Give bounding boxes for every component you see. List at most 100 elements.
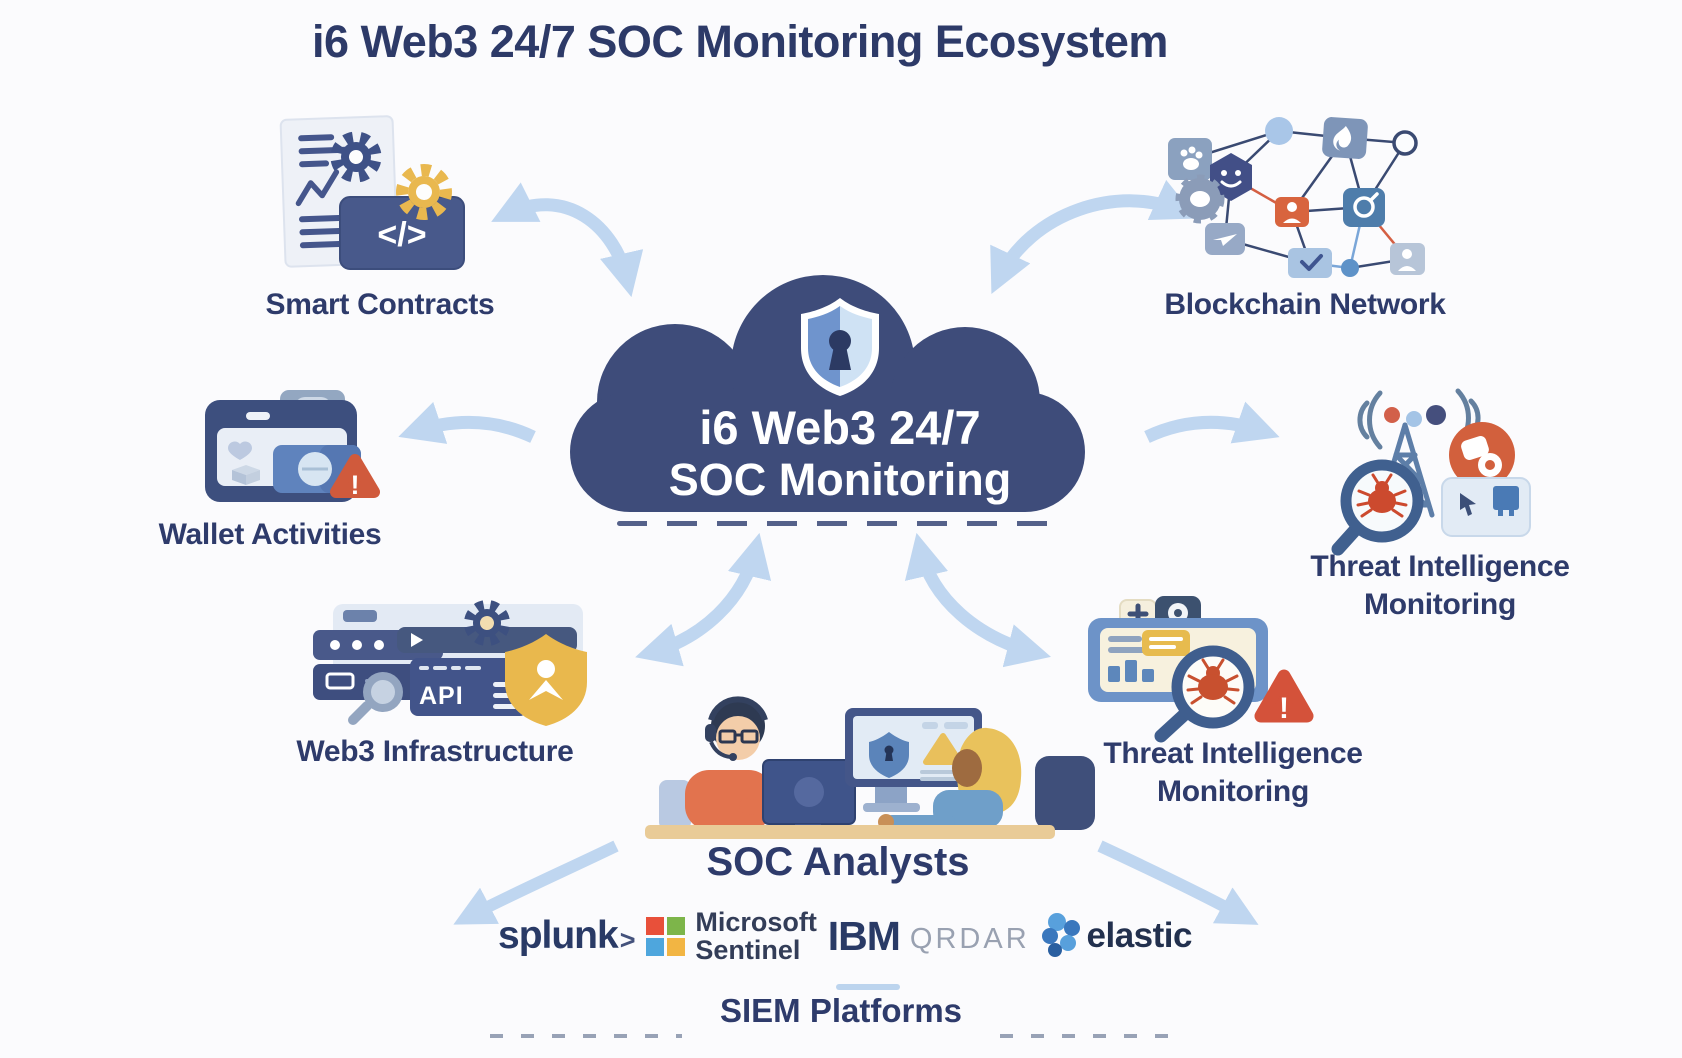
bar-chart-glyph (1108, 660, 1154, 682)
gear-node-icon (1175, 174, 1225, 224)
arrow-soc-to-siem-right (1097, 840, 1259, 925)
signal-dot-light (1406, 411, 1422, 427)
blockchain-network-icon (1168, 117, 1425, 278)
siem-logo-row: splunk > Microsoft Sentinel IBM QRDAR (498, 896, 1193, 976)
clock-node-icon (1288, 248, 1332, 278)
bug-glyph (1186, 658, 1240, 705)
exclamation-glyph: ! (351, 470, 360, 500)
arrow-blockchain-cloud (990, 179, 1198, 294)
siem-dashes-left (490, 1034, 682, 1038)
cloud-title-line1: i6 Web3 24/7 (699, 401, 981, 454)
splunk-chevron-icon: > (619, 924, 636, 955)
elastic-wordmark: elastic (1086, 916, 1193, 955)
page-title: i6 Web3 24/7 SOC Monitoring Ecosystem (312, 16, 1168, 67)
qradar-wordmark: QRDAR (909, 922, 1030, 955)
flame-node-icon (1322, 117, 1368, 159)
chair-right (1035, 756, 1095, 830)
splunk-logo: splunk > (498, 914, 635, 958)
warning-triangle-icon: ! (1254, 669, 1314, 725)
desk (645, 825, 1055, 839)
arrow-soc-to-siem-left (453, 840, 619, 925)
label-threat-intel-right-line1: Threat Intelligence (1310, 550, 1570, 583)
label-threat-intel-right-line2: Monitoring (1364, 587, 1516, 621)
arrow-cloud-threat-bottom (904, 532, 1051, 668)
label-wallet-activities: Wallet Activities (158, 518, 382, 551)
label-smart-contracts: Smart Contracts (265, 288, 495, 321)
microsoft-text-line2: Sentinel (695, 935, 801, 965)
user-node-icon (1390, 243, 1425, 275)
soc-analysts-illustration (645, 696, 1095, 839)
cursor-panel-icon (1441, 477, 1531, 537)
cursor-arrow-glyph (1460, 493, 1476, 516)
ibm-wordmark: IBM (827, 912, 901, 959)
cloud-title: i6 Web3 24/7 SOC Monitoring (590, 402, 1090, 505)
microsoft-squares-icon (646, 916, 686, 956)
threat-intel-right-icon (1331, 388, 1531, 556)
cloud-title-line2: SOC Monitoring (668, 453, 1012, 505)
api-label: API (419, 682, 464, 710)
screen-warning-glyph (923, 733, 963, 765)
headset-earcup-glyph (705, 724, 716, 742)
plane-node-icon (1205, 223, 1245, 255)
person-node-icon (1275, 197, 1309, 227)
glasses-glyph (718, 729, 759, 744)
code-glyph: </> (377, 216, 426, 254)
sync-node-icon (1343, 188, 1385, 227)
wallet-activities-icon: ! (205, 390, 380, 502)
label-threat-intel-bottom-line1: Threat Intelligence (1103, 737, 1363, 770)
label-threat-intel-right: Threat Intelligence Monitoring (1280, 548, 1600, 623)
analyst-female-icon (878, 727, 1022, 830)
label-siem-platforms: SIEM Platforms (719, 992, 963, 1029)
hexagon-node-icon (1210, 153, 1252, 201)
label-soc-analysts: SOC Analysts (706, 840, 970, 884)
arrow-cloud-to-wallet (398, 401, 536, 444)
code-panel-icon: </> (339, 196, 465, 270)
arrow-smart-contracts-cloud (491, 182, 644, 298)
smart-contracts-icon: </> (279, 115, 465, 270)
threat-intel-bottom-icon: ! (1088, 596, 1314, 743)
signal-waves-icon (1357, 388, 1481, 450)
microsoft-sentinel-logo: Microsoft Sentinel (646, 906, 817, 965)
ibm-qradar-logo: IBM QRDAR (828, 913, 1030, 960)
warning-triangle-icon: ! (330, 454, 380, 500)
cloud-underline-dashes (617, 521, 1059, 526)
gear-icon (396, 164, 452, 220)
siem-dashes-right (1000, 1034, 1178, 1038)
bug-glyph (1356, 473, 1408, 518)
signal-dot-red (1384, 407, 1400, 423)
monitor-back-icon (762, 759, 856, 832)
label-web3-infrastructure: Web3 Infrastructure (296, 735, 574, 768)
guard-shield-icon (505, 634, 587, 726)
web3-infrastructure-icon: API (313, 600, 587, 726)
paw-node-icon (1168, 138, 1212, 180)
heart-glyph (228, 441, 252, 460)
magnifier-bug-icon (1331, 459, 1424, 556)
arrow-cloud-web3 (635, 532, 772, 667)
magnifier-bug-icon (1154, 645, 1255, 743)
microsoft-text-line1: Microsoft (695, 906, 817, 937)
splunk-wordmark: splunk (498, 914, 619, 957)
cube-glyph (232, 465, 260, 485)
elastic-cluster-icon (1041, 913, 1080, 957)
label-threat-intel-bottom: Threat Intelligence Monitoring (1068, 735, 1398, 810)
monitor-security-icon (845, 708, 982, 812)
siem-divider-bar (836, 984, 900, 990)
exclamation-glyph: ! (1279, 692, 1289, 725)
label-blockchain-network: Blockchain Network (1164, 288, 1446, 321)
chair-left (659, 780, 691, 830)
magnifier-icon (348, 672, 403, 725)
gear-icon (464, 600, 510, 646)
malware-badge-icon (1449, 422, 1515, 488)
headset-mic-glyph (709, 741, 732, 759)
signal-dot-navy (1426, 405, 1446, 425)
arrow-cloud-to-threat-right (1144, 401, 1280, 444)
elastic-logo: elastic (1041, 912, 1193, 960)
screen-shield-glyph (869, 732, 909, 778)
headset-band-glyph (708, 696, 768, 721)
shield-keyhole-icon (801, 298, 879, 396)
network-nodes (1168, 117, 1425, 278)
note-card-icon (1142, 630, 1190, 656)
microsoft-sentinel-text: Microsoft Sentinel (695, 906, 817, 965)
